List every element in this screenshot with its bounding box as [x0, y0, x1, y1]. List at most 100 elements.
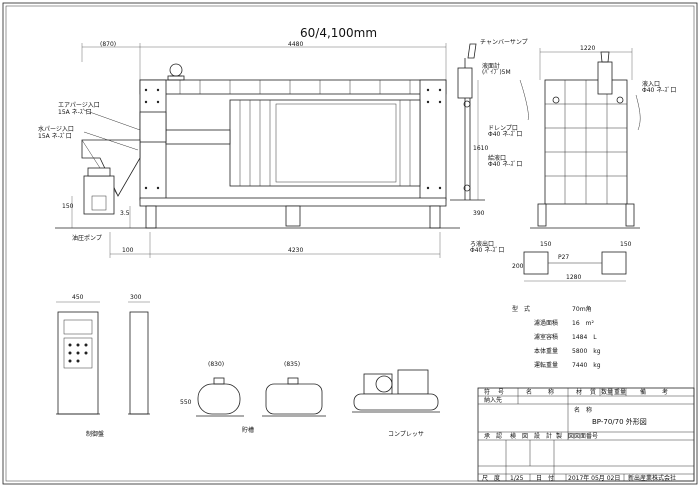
tb-col-7: 重量	[614, 388, 626, 396]
label-out-inlet-spec: 15A ネ-ｽﾞ口	[38, 133, 72, 140]
compressor-flywheel	[375, 375, 393, 393]
main-view: (870) 4480	[38, 41, 460, 258]
compressor-tank	[353, 393, 439, 411]
tb-col-1: 号	[498, 389, 504, 396]
support-leg-left	[145, 205, 157, 229]
chamber-sump	[457, 67, 473, 99]
dim-top-left: (870)	[100, 41, 116, 48]
right-head-frame	[419, 79, 447, 201]
tb-col-6: 数量	[601, 388, 613, 396]
spec-2-value: 1484 L	[572, 334, 597, 341]
tank-front	[197, 383, 241, 415]
tank-dim-height: 550	[180, 399, 192, 406]
spec-0-label: 型 式	[512, 305, 530, 313]
hoist-icon	[169, 63, 183, 77]
panel-front	[57, 311, 99, 415]
compressor-view: コンプレッサ	[352, 369, 440, 438]
specs-table: 型 式 70ｍ角 濾過面積 16 m² 濾室容積 1484 L 本体重量 580…	[512, 305, 601, 369]
panel-dim-width: 450	[72, 294, 84, 301]
tb-row-1: 検 図	[510, 432, 528, 440]
label-filtrate-spec: Φ40 ネ-ｽﾞ口	[470, 247, 504, 254]
bottom-rail	[139, 197, 447, 207]
sheet-inner-border	[5, 5, 695, 482]
base-dim-left: 150	[540, 241, 552, 248]
tb-scale-value: 1/25	[510, 475, 524, 482]
label-end-top-spec: Φ40 ネ-ｽﾞ口	[642, 87, 676, 94]
spec-0-value: 70ｍ角	[572, 305, 592, 313]
side-view: チャンバーサンプ 液面計 (ﾊﾟｲﾌﾟ)5M ドレンプ口 Φ40 ネ-ｽﾞ口 給…	[450, 39, 529, 254]
tb-date-value: 2017年 05月 02日	[568, 474, 620, 482]
support-leg-right	[429, 205, 441, 229]
label-feed: 給液口	[488, 154, 506, 162]
end-sump	[597, 61, 613, 95]
label-filtrate: ろ液出口	[470, 240, 494, 248]
label-level-spec: (ﾊﾟｲﾌﾟ)5M	[482, 69, 511, 76]
dim-height-mid: 3.5	[120, 210, 130, 217]
panel-dim-side: 300	[130, 294, 142, 301]
base-plan: 150 150 P27 200 1280	[512, 241, 632, 282]
tb-col-3: 称	[548, 388, 554, 396]
base-plate-left	[523, 251, 549, 275]
drawing-title: 60/4,100mm	[300, 26, 377, 40]
tb-row-3: 製 図	[556, 432, 574, 440]
spec-3-value: 5800 kg	[572, 348, 601, 355]
tb-name-label: 名 称	[574, 406, 592, 414]
label-air-inlet-spec: 15A ネ-ｽﾞ口	[58, 109, 92, 116]
base-dim-right: 150	[620, 241, 632, 248]
spec-3-label: 本体重量	[534, 347, 558, 355]
spec-4-value: 7440 kg	[572, 362, 601, 369]
base-dim-center: P27	[558, 254, 569, 261]
dim-end-top: 1220	[580, 45, 595, 52]
tb-col-9: 考	[662, 388, 668, 396]
tb-company: 新出産業株式会社	[628, 474, 676, 482]
tb-row-2: 設 計	[534, 432, 552, 440]
tb-col-8: 備	[640, 388, 646, 396]
tb-name-value: BP-70/70 外形図	[592, 417, 647, 426]
label-feed-spec: Φ40 ネ-ｽﾞ口	[488, 161, 522, 168]
label-end-top: 液入口	[642, 80, 660, 88]
spec-2-label: 濾室容積	[534, 333, 558, 341]
label-drain: ドレンプ口	[488, 125, 518, 132]
dim-top-main: 4480	[288, 41, 303, 48]
sheet-border	[2, 2, 698, 485]
label-level: 液面計	[482, 62, 500, 70]
tank-view: (830) (835) 550 貯槽	[180, 361, 326, 434]
label-tank: チャンバーサンプ	[480, 39, 528, 46]
tank-label: 貯槽	[242, 426, 254, 434]
base-plate-right	[601, 251, 627, 275]
label-out-inlet: 水パージ入口	[38, 125, 74, 133]
plate-pack	[229, 99, 421, 187]
spec-1-label: 濾過面積	[534, 319, 558, 327]
tank-dim-side: (835)	[284, 361, 300, 368]
dim-height-left: 150	[62, 203, 74, 210]
base-dim-total: 1280	[566, 274, 581, 281]
top-beam	[139, 79, 447, 95]
hydraulic-pump-unit	[83, 175, 115, 215]
hydraulic-cylinder	[165, 129, 231, 145]
tb-row-0: 承 認	[484, 432, 502, 440]
label-drain-spec: Φ40 ネ-ｽﾞ口	[488, 131, 522, 138]
tb-scale-label: 尺 度	[482, 474, 500, 482]
tb-col-2: 名	[526, 388, 532, 396]
compressor-label: コンプレッサ	[388, 431, 424, 438]
end-view: 1220 液入口 Φ40 ネ-ｽﾞ口	[530, 45, 676, 229]
tank-side	[265, 383, 323, 415]
spec-1-value: 16 m²	[572, 320, 594, 327]
tb-drawing-no: 図面番号	[574, 433, 598, 440]
dim-side-mid: 390	[473, 210, 485, 217]
tb-col-4: 材	[576, 388, 582, 396]
title-block: 符 号 名 称 材 質 数量 重量 備 考 納入先 名 称 BP-70/70 外…	[477, 387, 695, 482]
label-air-inlet: エアパージ入口	[58, 102, 100, 109]
spec-4-label: 運転重量	[534, 361, 558, 369]
tb-col-5: 質	[590, 388, 596, 396]
dim-side-height: 1610	[473, 145, 488, 152]
tb-col-0: 符	[484, 388, 490, 396]
panel-side	[129, 311, 149, 415]
tb-date-label: 日 付	[536, 474, 554, 482]
label-pump: 油圧ポンプ	[72, 234, 102, 242]
dim-bottom-left: 100	[122, 247, 134, 254]
support-leg-mid	[285, 205, 301, 227]
base-dim-height: 200	[512, 263, 524, 270]
